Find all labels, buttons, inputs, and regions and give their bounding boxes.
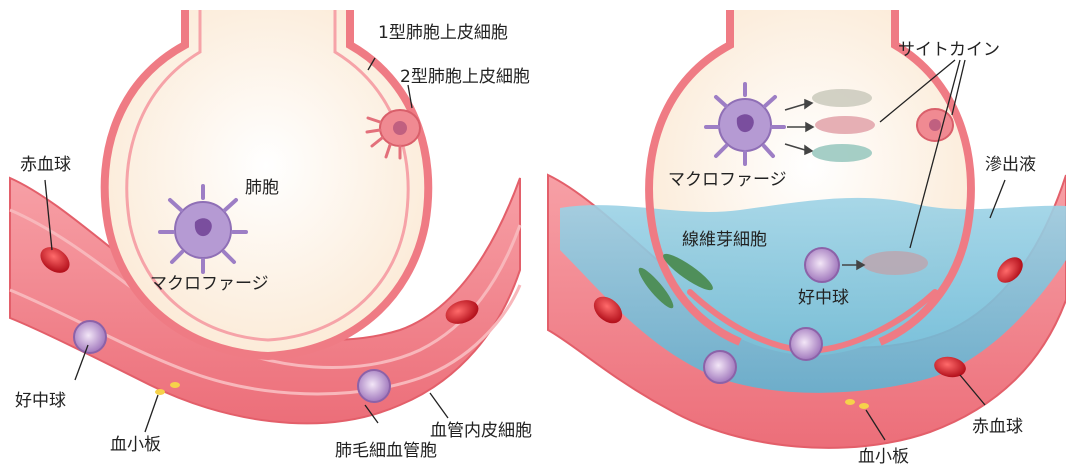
cytokine-cluster-4 bbox=[862, 251, 928, 275]
neutrophil-right-2 bbox=[790, 328, 822, 360]
label-endothelial: 血管内皮細胞 bbox=[430, 421, 532, 441]
neutrophil-left bbox=[74, 321, 106, 353]
label-capillary: 肺毛細血管胞 bbox=[335, 441, 437, 461]
type2-alveolar-cell-right bbox=[917, 109, 953, 141]
platelet-right bbox=[845, 399, 855, 405]
platelet-right-2 bbox=[859, 403, 869, 409]
label-neutrophil-right: 好中球 bbox=[798, 288, 849, 308]
label-alveolus: 肺胞 bbox=[245, 178, 279, 198]
label-platelet-right: 血小板 bbox=[858, 447, 909, 467]
label-type2-cell: 2型肺胞上皮細胞 bbox=[400, 67, 530, 87]
label-type1-cell: 1型肺胞上皮細胞 bbox=[378, 23, 508, 43]
platelet-left-2 bbox=[170, 382, 180, 388]
label-rbc-left: 赤血球 bbox=[20, 155, 71, 175]
label-macrophage-right: マクロファージ bbox=[668, 170, 787, 190]
platelet-left bbox=[155, 389, 165, 395]
cytokine-cluster-2 bbox=[815, 116, 875, 134]
neutrophil-right bbox=[805, 248, 839, 282]
label-macrophage-left: マクロファージ bbox=[150, 274, 269, 294]
label-exudate: 滲出液 bbox=[985, 155, 1036, 175]
cytokine-cluster-1 bbox=[812, 89, 872, 107]
cytokine-cluster-3 bbox=[812, 144, 872, 162]
right-panel: サイトカイン マクロファージ 滲出液 線維芽細胞 好中球 赤血球 血小板 bbox=[548, 10, 1066, 467]
label-neutrophil-left: 好中球 bbox=[15, 391, 66, 411]
left-panel: 1型肺胞上皮細胞 2型肺胞上皮細胞 肺胞 マクロファージ 赤血球 好中球 血小板… bbox=[10, 10, 532, 461]
label-rbc-right: 赤血球 bbox=[972, 417, 1023, 437]
neutrophil-right-3 bbox=[704, 351, 736, 383]
neutrophil-left-2 bbox=[358, 370, 390, 402]
label-fibroblast: 線維芽細胞 bbox=[682, 230, 767, 250]
label-platelet-left: 血小板 bbox=[110, 435, 161, 455]
label-cytokine: サイトカイン bbox=[898, 40, 1000, 60]
